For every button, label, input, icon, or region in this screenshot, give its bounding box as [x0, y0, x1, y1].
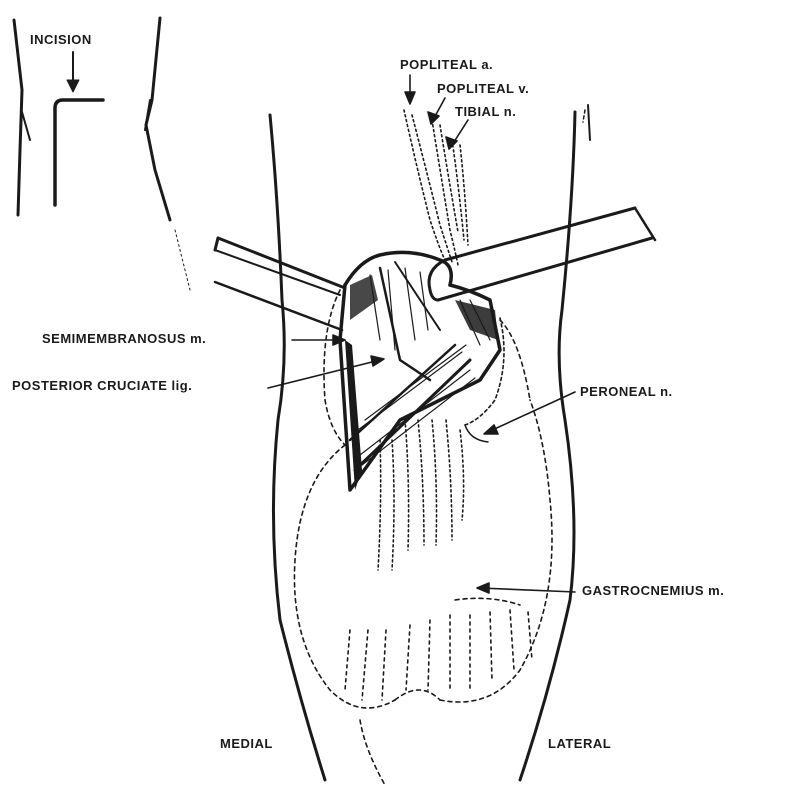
- gastrocnemius-outline: [294, 290, 552, 785]
- incision-inset: [14, 18, 190, 290]
- gastrocnemius-label: GASTROCNEMIUS m.: [582, 584, 724, 597]
- peroneal-nerve-label: PERONEAL n.: [580, 385, 673, 398]
- posterior-cruciate-label: POSTERIOR CRUCIATE lig.: [12, 379, 192, 392]
- semimembranosus-label: SEMIMEMBRANOSUS m.: [42, 332, 206, 345]
- leader-lines: [268, 75, 575, 593]
- tibial-nerve-label: TIBIAL n.: [455, 105, 516, 118]
- popliteal-artery-label: POPLITEAL a.: [400, 58, 493, 71]
- retractor-right: [429, 208, 655, 300]
- popliteal-vein-label: POPLITEAL v.: [437, 82, 529, 95]
- medial-label: MEDIAL: [220, 737, 273, 750]
- incision-label: INCISION: [30, 33, 92, 46]
- lateral-label: LATERAL: [548, 737, 611, 750]
- neurovascular-bundle: [378, 110, 468, 570]
